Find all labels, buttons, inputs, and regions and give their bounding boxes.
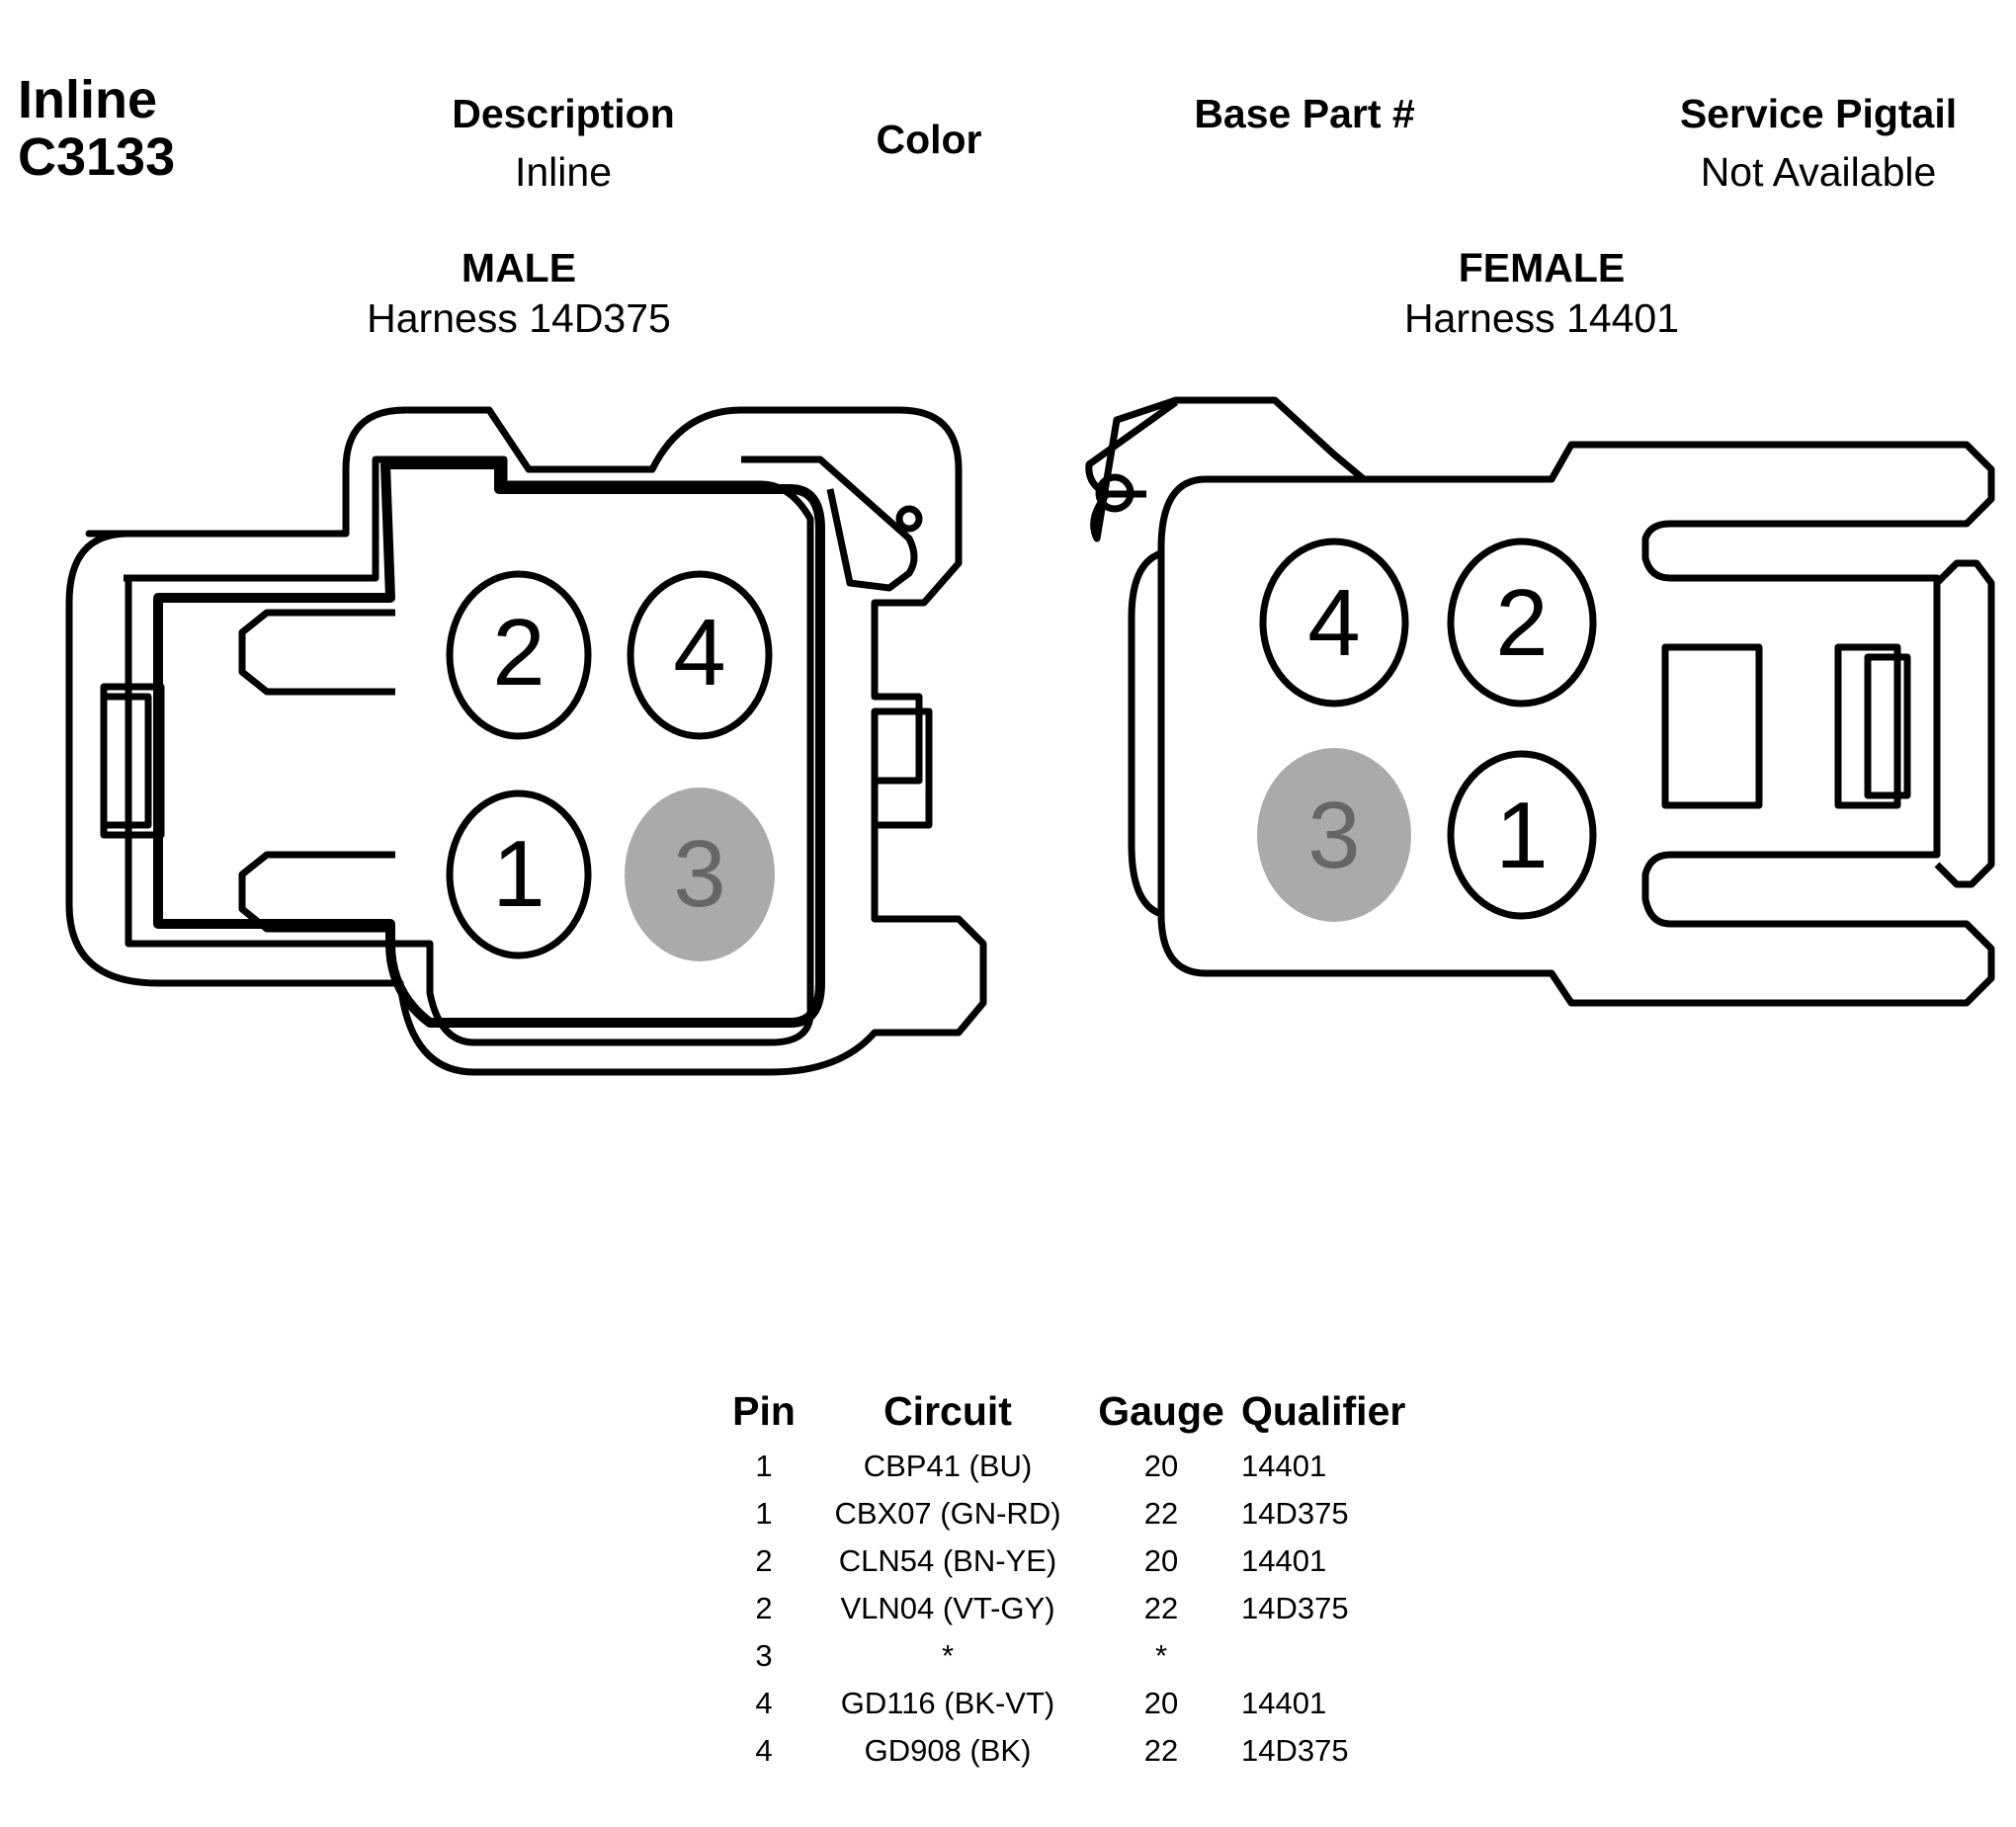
- cell-pin: 3: [755, 1638, 773, 1673]
- male-pin-cavity-4: [627, 570, 773, 740]
- table-row: 1 CBP41 (BU) 20 14401: [721, 1443, 1437, 1490]
- female-harness: Harness 14401: [1403, 295, 1680, 341]
- cell-circuit: GD908 (BK): [864, 1733, 1032, 1768]
- cell-circuit: GD116 (BK-VT): [840, 1686, 1055, 1720]
- table-row: 2 CLN54 (BN-YE) 20 14401: [721, 1537, 1437, 1585]
- male-outer-shell: [65, 406, 987, 1076]
- female-pin-cavity-2: [1447, 538, 1597, 707]
- female-caption: FEMALE Harness 14401: [1344, 245, 1739, 342]
- cell-pin: 1: [755, 1449, 773, 1483]
- male-left-latch: [100, 683, 165, 839]
- cell-pin: 2: [755, 1591, 773, 1625]
- cell-pin: 1: [755, 1496, 773, 1531]
- cell-qualifier: 14401: [1241, 1543, 1327, 1578]
- service-pigtail-label: Service Pigtail: [1679, 91, 1958, 136]
- cell-gauge: 20: [1143, 1543, 1179, 1578]
- male-label: MALE: [461, 245, 577, 291]
- female-pin-cavity-4: [1259, 538, 1409, 707]
- male-harness: Harness 14D375: [367, 295, 671, 341]
- male-pin-label-2: 2: [492, 600, 545, 706]
- female-pin-cavity-3-unused: [1257, 748, 1411, 922]
- color-label: Color: [876, 117, 982, 162]
- male-right-tab: [871, 707, 933, 829]
- female-pin-label-1: 1: [1495, 783, 1548, 888]
- cell-pin: 4: [755, 1686, 773, 1720]
- female-inner-rect-2: [1834, 643, 1901, 809]
- male-connector-face: 2 4 1 3: [65, 406, 987, 1076]
- cell-gauge: 22: [1143, 1591, 1179, 1625]
- male-caption: MALE Harness 14D375: [321, 245, 716, 342]
- cell-qualifier: 14D375: [1241, 1733, 1349, 1768]
- table-row: 4 GD116 (BK-VT) 20 14401: [721, 1680, 1437, 1727]
- description-label: Description: [452, 91, 675, 136]
- cell-circuit: *: [941, 1638, 955, 1673]
- male-pin-label-4: 4: [673, 600, 725, 706]
- female-inner-rect-1: [1661, 643, 1763, 809]
- table-row: 3 * *: [721, 1632, 1437, 1680]
- connector-id: C3133: [18, 127, 176, 188]
- col-header-gauge: Gauge: [1098, 1388, 1224, 1434]
- description-column: Description Inline: [415, 91, 712, 196]
- female-pin-label-3: 3: [1307, 783, 1360, 888]
- cell-gauge: 22: [1143, 1733, 1179, 1768]
- female-label: FEMALE: [1458, 245, 1626, 291]
- cell-gauge: *: [1154, 1638, 1168, 1673]
- female-right-latch: [1934, 559, 1995, 888]
- female-pin-label-4: 4: [1307, 570, 1360, 676]
- col-header-circuit: Circuit: [883, 1388, 1012, 1434]
- connector-title: Inline C3133: [18, 71, 175, 187]
- table-row: 2 VLN04 (VT-GY) 22 14D375: [721, 1585, 1437, 1632]
- male-housing: [153, 459, 825, 1028]
- service-pigtail-column: Service Pigtail Not Available: [1640, 91, 1996, 196]
- cell-qualifier: 14D375: [1241, 1591, 1349, 1625]
- female-pin-label-2: 2: [1495, 570, 1548, 676]
- cell-pin: 4: [755, 1733, 773, 1768]
- connector-title-line1: Inline: [18, 70, 158, 129]
- male-pin-cavity-3-unused: [625, 788, 775, 961]
- base-part-label: Base Part #: [1194, 91, 1415, 136]
- male-key-slot-top: [238, 609, 395, 696]
- pin-table-header: Pin Circuit Gauge Qualifier: [721, 1388, 1437, 1443]
- cell-qualifier: 14D375: [1241, 1496, 1349, 1531]
- table-row: 4 GD908 (BK) 22 14D375: [721, 1727, 1437, 1775]
- cell-circuit: CBX07 (GN-RD): [834, 1496, 1061, 1531]
- cell-circuit: VLN04 (VT-GY): [840, 1591, 1055, 1625]
- male-pin-label-3: 3: [673, 821, 725, 927]
- description-value: Inline: [514, 149, 612, 195]
- female-top-latch: [1090, 396, 1367, 542]
- male-pin-cavity-2: [446, 570, 592, 740]
- col-header-qualifier: Qualifier: [1241, 1388, 1406, 1434]
- female-pin-cavity-1: [1447, 750, 1597, 920]
- male-pin-label-1: 1: [492, 821, 545, 927]
- cell-circuit: CLN54 (BN-YE): [838, 1543, 1057, 1578]
- cell-gauge: 22: [1143, 1496, 1179, 1531]
- cell-qualifier: 14401: [1241, 1449, 1327, 1483]
- female-left-skirt: [1128, 549, 1163, 918]
- male-latch-hook: [741, 456, 918, 592]
- female-connector-face: 4 2 3 1: [1085, 396, 1995, 1007]
- male-pin-cavity-1: [446, 789, 592, 959]
- col-header-pin: Pin: [732, 1388, 796, 1434]
- table-row: 1 CBX07 (GN-RD) 22 14D375: [721, 1490, 1437, 1537]
- cell-gauge: 20: [1143, 1449, 1179, 1483]
- pin-table: Pin Circuit Gauge Qualifier 1 CBP41 (BU)…: [721, 1388, 1437, 1775]
- female-housing: [1157, 441, 1995, 1007]
- male-key-slot-bottom: [238, 851, 395, 933]
- cell-qualifier: [1233, 1632, 1437, 1680]
- service-pigtail-value: Not Available: [1700, 149, 1937, 195]
- cell-qualifier: 14401: [1241, 1686, 1327, 1720]
- cell-pin: 2: [755, 1543, 773, 1578]
- cell-gauge: 20: [1143, 1686, 1179, 1720]
- cell-circuit: CBP41 (BU): [863, 1449, 1033, 1483]
